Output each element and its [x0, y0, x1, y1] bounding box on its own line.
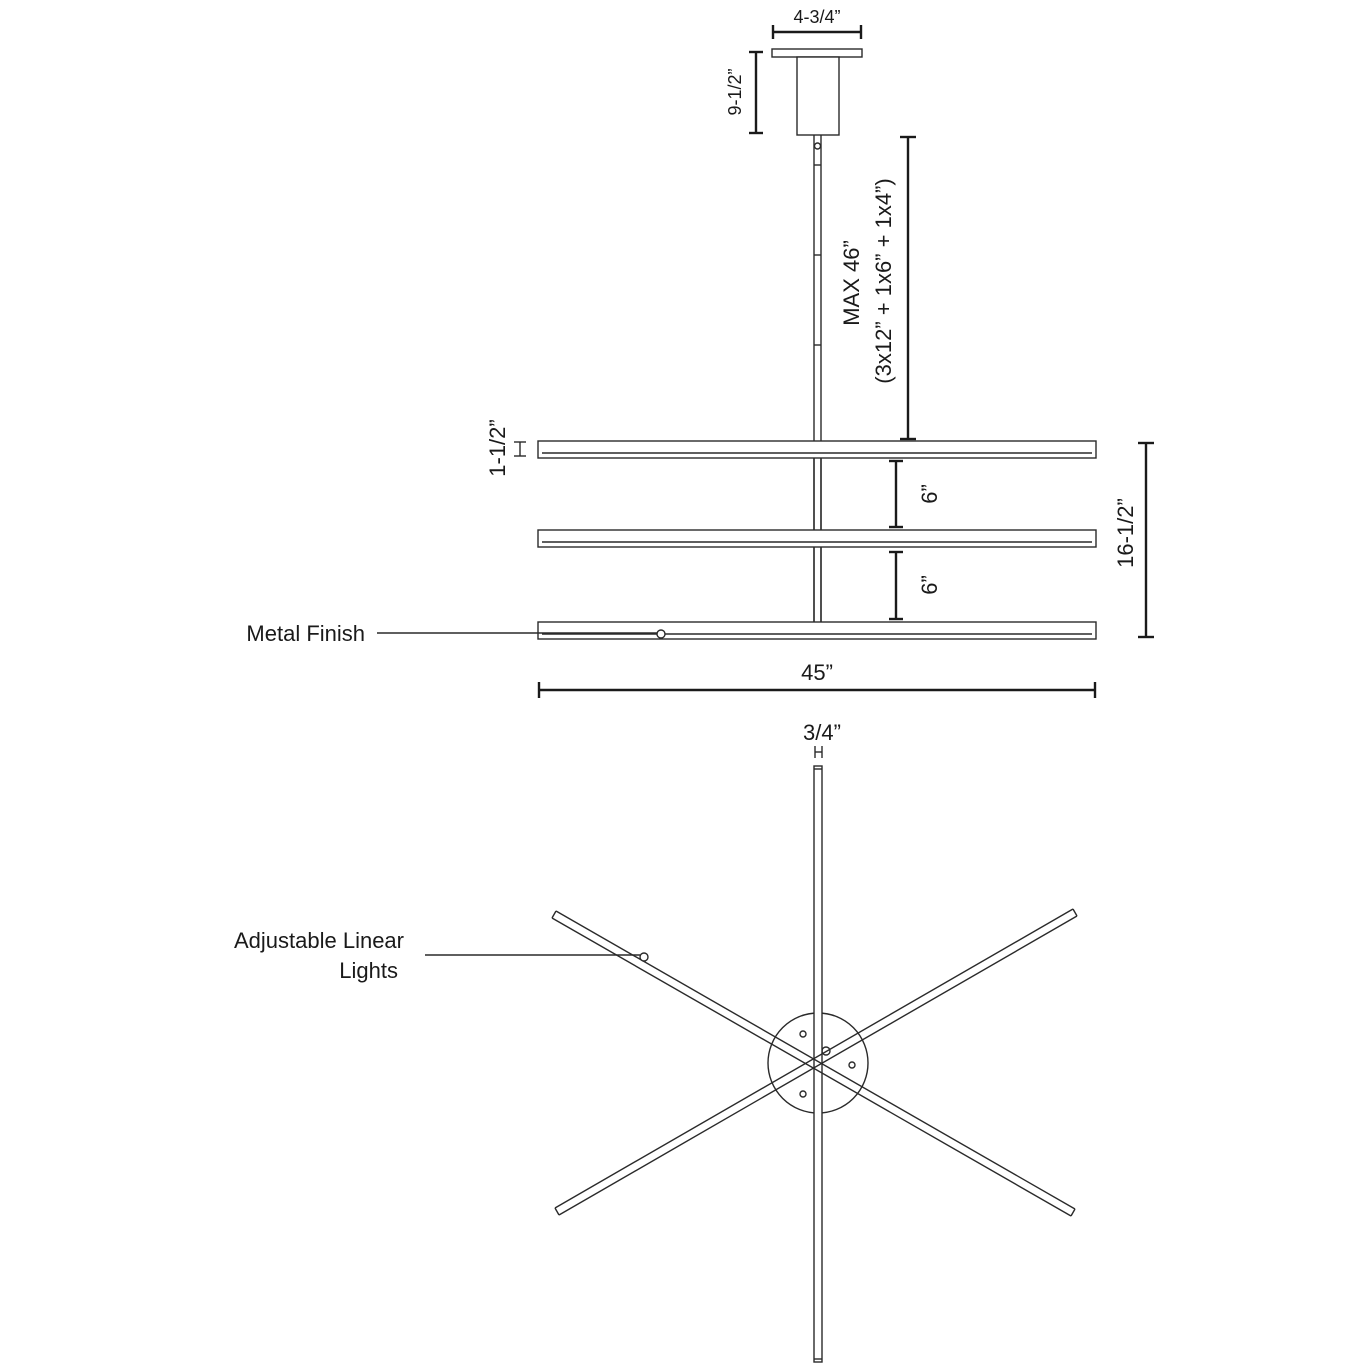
canopy-body — [796, 56, 840, 136]
spacing-lower-label: 6” — [917, 575, 942, 595]
linear-lights-label-line2: Lights — [339, 958, 398, 983]
stem-coupler — [813, 142, 822, 150]
bar-depth-label: 3/4” — [803, 720, 841, 745]
light-bar-top — [537, 440, 1097, 459]
dim-max-length: MAX 46” (3x12” + 1x6” + 1x4”) — [839, 135, 916, 441]
canopy-height-label: 9-1/2” — [725, 68, 745, 115]
canopy-plate — [771, 48, 863, 58]
light-bar-middle — [537, 529, 1097, 548]
plan-bar-diagonal-b — [554, 908, 1078, 1216]
bar-height-label: 1-1/2” — [485, 419, 510, 476]
canopy-screw-1 — [799, 1030, 807, 1038]
light-bar-bottom — [537, 621, 1097, 640]
linear-lights-label-line1: Adjustable Linear — [234, 928, 404, 953]
callout-metal-finish: Metal Finish — [246, 621, 666, 646]
dim-bar-height: 1-1/2” — [485, 419, 526, 477]
overall-width-label: 45” — [801, 660, 833, 685]
canopy-screw-2 — [848, 1061, 856, 1069]
dim-spacing-lower: 6” — [889, 550, 942, 621]
spacing-upper-label: 6” — [917, 484, 942, 504]
dim-overall-height: 16-1/2” — [1113, 441, 1154, 639]
callout-linear-lights: Adjustable Linear Lights — [234, 928, 649, 983]
canopy-width-label: 4-3/4” — [793, 7, 840, 27]
max-length-breakdown-label: (3x12” + 1x6” + 1x4”) — [871, 178, 896, 383]
overall-height-label: 16-1/2” — [1113, 498, 1138, 568]
metal-finish-label: Metal Finish — [246, 621, 365, 646]
dim-canopy-height: 9-1/2” — [725, 50, 763, 135]
canopy-screw-3 — [799, 1090, 807, 1098]
side-elevation — [537, 48, 1097, 640]
max-length-label: MAX 46” — [839, 240, 864, 326]
dim-spacing-upper: 6” — [889, 459, 942, 529]
plan-view — [551, 765, 1078, 1363]
dim-bar-depth: 3/4” — [803, 720, 841, 758]
dim-overall-width: 45” — [537, 660, 1097, 698]
dim-canopy-width: 4-3/4” — [771, 7, 863, 39]
